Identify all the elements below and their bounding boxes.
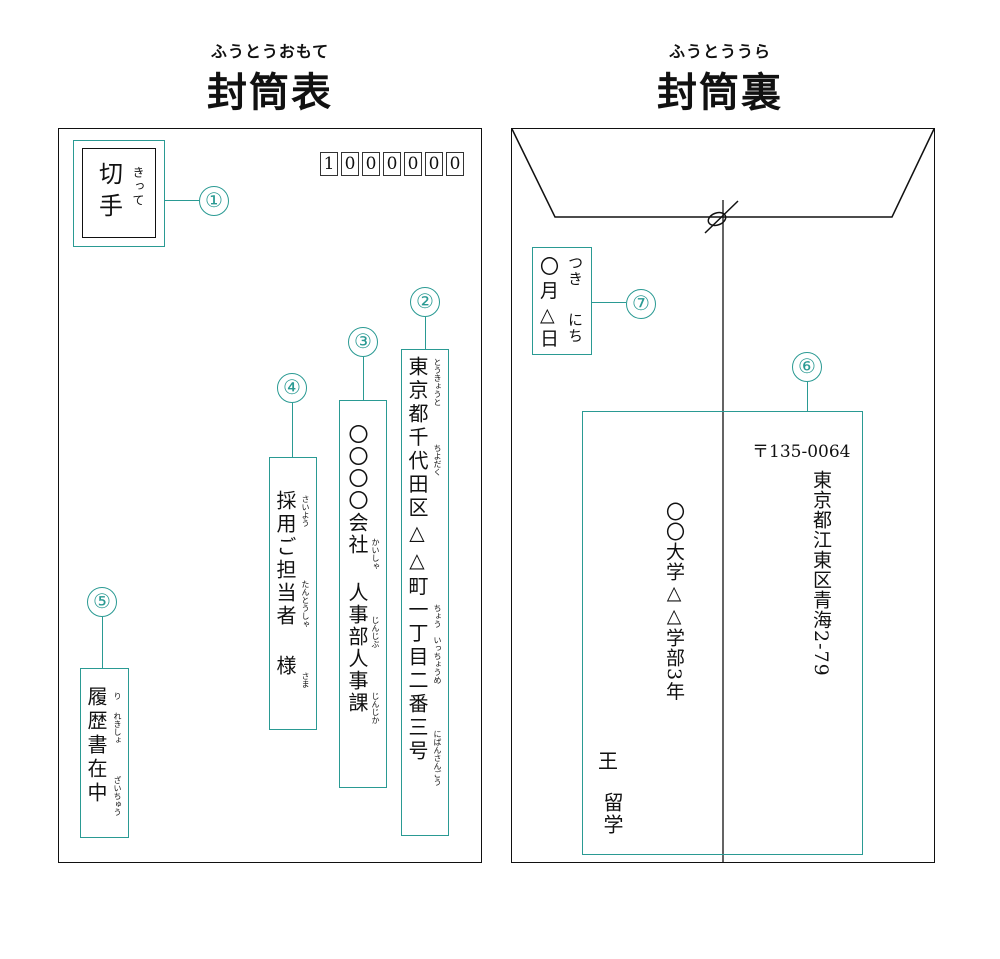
enclosure-ruby: ざいちゅう [113, 776, 122, 816]
envelope-front [58, 128, 482, 863]
front-title: 封筒表 [207, 69, 333, 116]
enclosure-box [80, 668, 129, 838]
postal-digit: 0 [341, 152, 359, 176]
stamp-highlight [73, 140, 165, 247]
stamp [82, 148, 156, 238]
marker-5: ⑤ [87, 587, 117, 617]
address-box [401, 349, 449, 836]
postal-digit: 0 [362, 152, 380, 176]
front-title-kana: ふうとうおもて [210, 42, 330, 61]
leader-line [807, 382, 808, 411]
send-date: 〇月 △日 [540, 255, 562, 351]
address-ruby: いっちょうめ [433, 636, 442, 684]
address-ruby: とうきょうと [433, 358, 442, 406]
postal-digit: 1 [320, 152, 338, 176]
enclosure-ruby: れきしょ [113, 712, 122, 744]
company-ruby: じんじぶ [371, 616, 380, 648]
marker-7: ⑦ [626, 289, 656, 319]
postal-digit: 0 [404, 152, 422, 176]
marker-2: ② [410, 287, 440, 317]
postal-digit: 0 [425, 152, 443, 176]
address-ruby: にばんさんごう [433, 730, 442, 786]
leader-line [363, 357, 364, 400]
stamp-ruby: きって [131, 166, 145, 208]
envelope-back [511, 128, 935, 863]
sender-box [582, 411, 863, 855]
company-ruby: かいしゃ [371, 538, 380, 570]
date-ruby: つき [566, 255, 584, 287]
recipient-address: 東京都千代田区△△町一丁目二番三号 [405, 356, 429, 764]
date-box [532, 247, 592, 355]
leader-line [292, 403, 293, 457]
back-title-kana: ふうとううら [668, 42, 771, 61]
sender-postal: 〒135-0064 [752, 442, 851, 462]
back-title: 封筒裏 [657, 69, 783, 116]
recipient-ruby: たんとうしゃ [301, 580, 310, 628]
date-ruby: にち [566, 312, 584, 344]
marker-1: ① [199, 186, 229, 216]
enclosure-ruby: り [113, 692, 122, 700]
company-box [339, 400, 387, 788]
address-ruby: ちょう [433, 604, 442, 628]
leader-line [425, 317, 426, 349]
company-ruby: じんじか [371, 692, 380, 724]
marker-3: ③ [348, 327, 378, 357]
postal-digit: 0 [446, 152, 464, 176]
recipient-box [269, 457, 317, 730]
recipient-ruby: さいよう [301, 495, 310, 527]
sender-family-name: 王 [598, 749, 618, 773]
date-day: △日 [540, 304, 560, 350]
postal-digit: 0 [383, 152, 401, 176]
marker-4: ④ [277, 373, 307, 403]
recipient-name: 採用ご担当者 様 [273, 490, 297, 678]
date-month: 〇月 [540, 256, 560, 302]
sender-given-name: 留学 [600, 792, 624, 836]
address-ruby: ちよだく [433, 444, 442, 476]
leader-line [102, 617, 103, 668]
postal-code-boxes: 1 0 0 0 0 0 0 [320, 152, 470, 176]
enclosure-notice: 履歴書在中 [84, 686, 108, 806]
sender-school: 〇〇大学△△学部3年 [663, 502, 685, 702]
stamp-line2: 手 [99, 192, 123, 220]
leader-line [592, 302, 626, 303]
stamp-line1: 切 [99, 160, 123, 188]
sender-address: 東京都江東区青海2-79 [810, 470, 832, 677]
company-department: 〇〇〇〇会社 人事部人事課 [345, 424, 369, 714]
recipient-ruby: さま [301, 672, 310, 688]
leader-line [165, 200, 199, 201]
marker-6: ⑥ [792, 352, 822, 382]
